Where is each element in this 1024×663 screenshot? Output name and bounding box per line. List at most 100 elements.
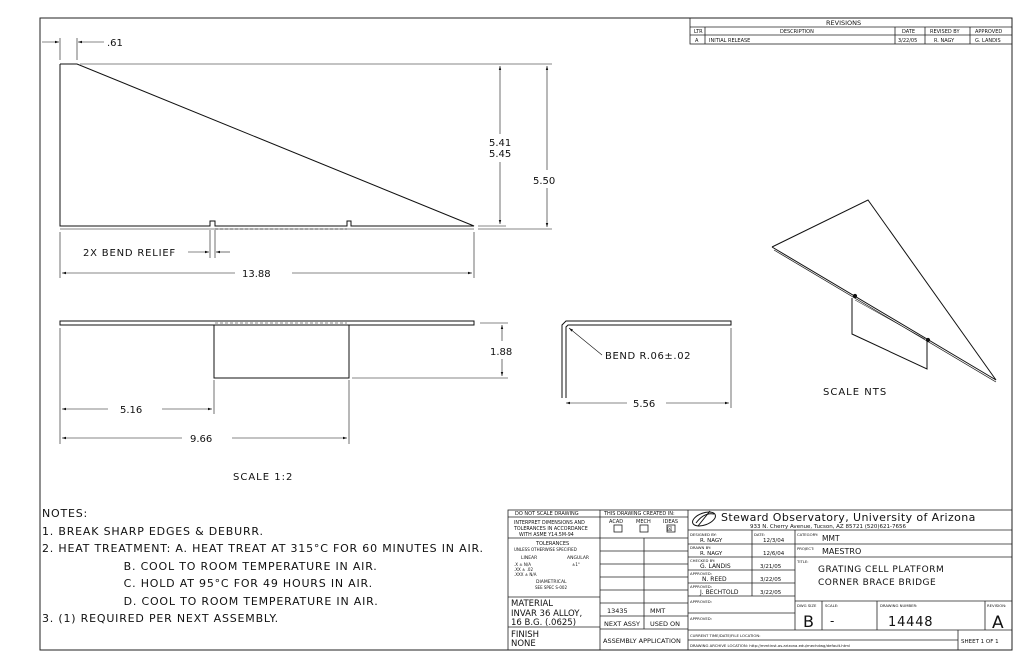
dim-height-total-text: 5.50: [533, 176, 555, 187]
dim-length: [59, 232, 475, 278]
observatory-logo: [692, 510, 716, 527]
tb-date-label: DATE:: [754, 532, 765, 537]
tb-approved1-date: 3/22/05: [760, 577, 782, 583]
tb-used-on: USED ON: [650, 620, 680, 628]
isometric-view: [771, 199, 997, 383]
dim-top-offset-text: .61: [107, 38, 123, 49]
tb-approved1-label: APPROVED:: [690, 571, 712, 576]
tb-revision: A: [992, 613, 1004, 633]
dim-height-inner: [80, 63, 506, 227]
scale-main-label: SCALE 1:2: [233, 472, 293, 483]
rev-header-ltr: LTR: [694, 29, 703, 35]
tb-current-time-label: CURRENT TIME/DATE/FILE LOCATION:: [690, 633, 761, 638]
tb-project: MAESTRO: [822, 547, 861, 556]
rev-row-date: 3/22/05: [898, 38, 917, 44]
front-view: [59, 320, 475, 379]
tb-interpret-3: WITH ASME Y14.5M-94: [519, 532, 574, 538]
dim-flange-start-text: 5.16: [120, 405, 142, 416]
tb-designed-by: R. NAGY: [700, 538, 723, 544]
revisions-block: [689, 17, 1013, 45]
tb-category: MMT: [822, 534, 840, 543]
tb-finish: NONE: [511, 639, 536, 649]
tb-approved4-label: APPROVED:: [690, 616, 712, 621]
tb-approved1: N. REED: [702, 576, 727, 583]
tb-scale-label: SCALE:: [825, 603, 838, 608]
tb-angular: ANGULAR: [567, 555, 589, 561]
tb-created-in: THIS DRAWING CREATED IN:: [603, 511, 675, 517]
tb-next-assy: NEXT ASSY: [604, 620, 640, 628]
tb-tol-ang: ±1°: [572, 562, 580, 567]
rev-row-revised-by: R. NAGY: [934, 38, 955, 44]
dim-flange-end: [62, 380, 350, 444]
tb-dwg-no: 14448: [888, 615, 933, 630]
dim-bend: [568, 327, 603, 356]
rev-header-revised-by: REVISED BY: [930, 29, 960, 35]
tb-drawn-by: R. NAGY: [700, 551, 723, 557]
note-line: 3. (1) REQUIRED PER NEXT ASSEMBLY.: [42, 612, 279, 625]
tb-spec: SEE SPEC S-002: [535, 585, 567, 590]
tb-ideas-check-icon: ☒: [667, 526, 672, 533]
tb-dwg-no-label: DRAWING NUMBER:: [880, 603, 917, 608]
tb-material-label: MATERIAL: [511, 599, 553, 609]
tb-drawn-by-label: DRAWN BY:: [690, 545, 711, 550]
tb-unless: UNLESS OTHERWISE SPECIFIED: [514, 547, 577, 552]
tb-next-assy-value: 13435: [607, 607, 628, 615]
revisions-title: REVISIONS: [826, 19, 861, 27]
tb-approved3-label: APPROVED:: [690, 599, 712, 604]
tb-category-label: CATEGORY:: [797, 532, 818, 537]
notes-title: NOTES:: [42, 507, 89, 520]
tb-do-not-scale: DO NOT SCALE DRAWING: [515, 511, 579, 517]
dim-bend-relief: [188, 230, 230, 258]
rev-header-date: DATE: [902, 29, 915, 35]
tb-approved2: J. BECHTOLD: [699, 589, 739, 596]
dim-height-total: [478, 63, 552, 230]
dim-bend-text: BEND R.06±.02: [605, 351, 691, 362]
note-line: 2. HEAT TREATMENT: A. HEAT TREAT AT 315°…: [42, 542, 484, 555]
tb-tol-x: .X ± N/A: [514, 562, 531, 567]
note-line: B. COOL TO ROOM TEMPERATURE IN AIR.: [42, 559, 378, 573]
flat-pattern-view: [59, 63, 475, 230]
dim-flange-height-text: 1.88: [490, 347, 512, 358]
rev-row-approved: G. LANDIS: [975, 38, 1001, 44]
notes-block: NOTES: 1. BREAK SHARP EDGES & DEBURR. 2.…: [42, 505, 484, 628]
tb-archive-label: DRAWING ARCHIVE LOCATION: http://mmtinst…: [690, 643, 850, 648]
dim-height-a: 5.41: [489, 138, 511, 149]
tb-size-label: DWG SIZE: [797, 603, 817, 608]
tb-interpret-2: TOLERANCES IN ACCORDANCE: [513, 526, 588, 532]
tb-size: B: [803, 612, 814, 631]
tb-title-label: TITLE:: [796, 559, 809, 564]
side-view: [561, 320, 732, 398]
tb-checked-by-label: CHECKED BY:: [690, 558, 715, 563]
tb-diametrical: DIAMETRICAL: [536, 579, 567, 585]
rev-row-ltr: A: [695, 38, 699, 44]
note-line: D. COOL TO ROOM TEMPERATURE IN AIR.: [42, 594, 379, 608]
tb-finish-label: FINISH: [511, 630, 539, 640]
dim-flange-end-text: 9.66: [190, 434, 212, 445]
rev-row-description: INITIAL RELEASE: [709, 38, 750, 44]
tb-checked-date: 3/21/05: [760, 564, 782, 570]
tb-cad-mech: MECH: [636, 519, 651, 525]
tb-title-1: GRATING CELL PLATFORM: [818, 565, 944, 575]
note-line: C. HOLD AT 95°C FOR 49 HOURS IN AIR.: [42, 577, 373, 590]
rev-header-description: DESCRIPTION: [780, 29, 814, 35]
tb-checked-by: G. LANDIS: [700, 563, 731, 570]
tb-approved2-label: APPROVED:: [690, 584, 712, 589]
tb-material-1: INVAR 36 ALLOY,: [511, 609, 582, 619]
tb-project-label: PROJECT:: [797, 546, 814, 551]
tb-cad-ideas: IDEAS: [663, 519, 678, 525]
scale-iso-label: SCALE NTS: [823, 387, 887, 398]
tb-address: 933 N. Cherry Avenue, Tucson, AZ 85721 (…: [750, 524, 906, 530]
dim-length-text: 13.88: [242, 269, 271, 280]
tb-organization: Steward Observatory, University of Arizo…: [721, 511, 976, 524]
dim-flange-height: [352, 322, 508, 379]
tb-assembly-app: ASSEMBLY APPLICATION: [603, 637, 681, 645]
dim-flange-start: [59, 328, 215, 444]
tb-scale: -: [830, 614, 834, 628]
rev-header-approved: APPROVED: [975, 29, 1002, 35]
dim-height-b: 5.45: [489, 149, 511, 160]
tb-title-2: CORNER BRACE BRIDGE: [818, 578, 936, 588]
tb-revision-label: REVISION:: [987, 603, 1006, 608]
tb-cad-acad: ACAD: [609, 519, 623, 525]
tb-tol-xxx: .XXX ± N/A: [514, 572, 537, 577]
